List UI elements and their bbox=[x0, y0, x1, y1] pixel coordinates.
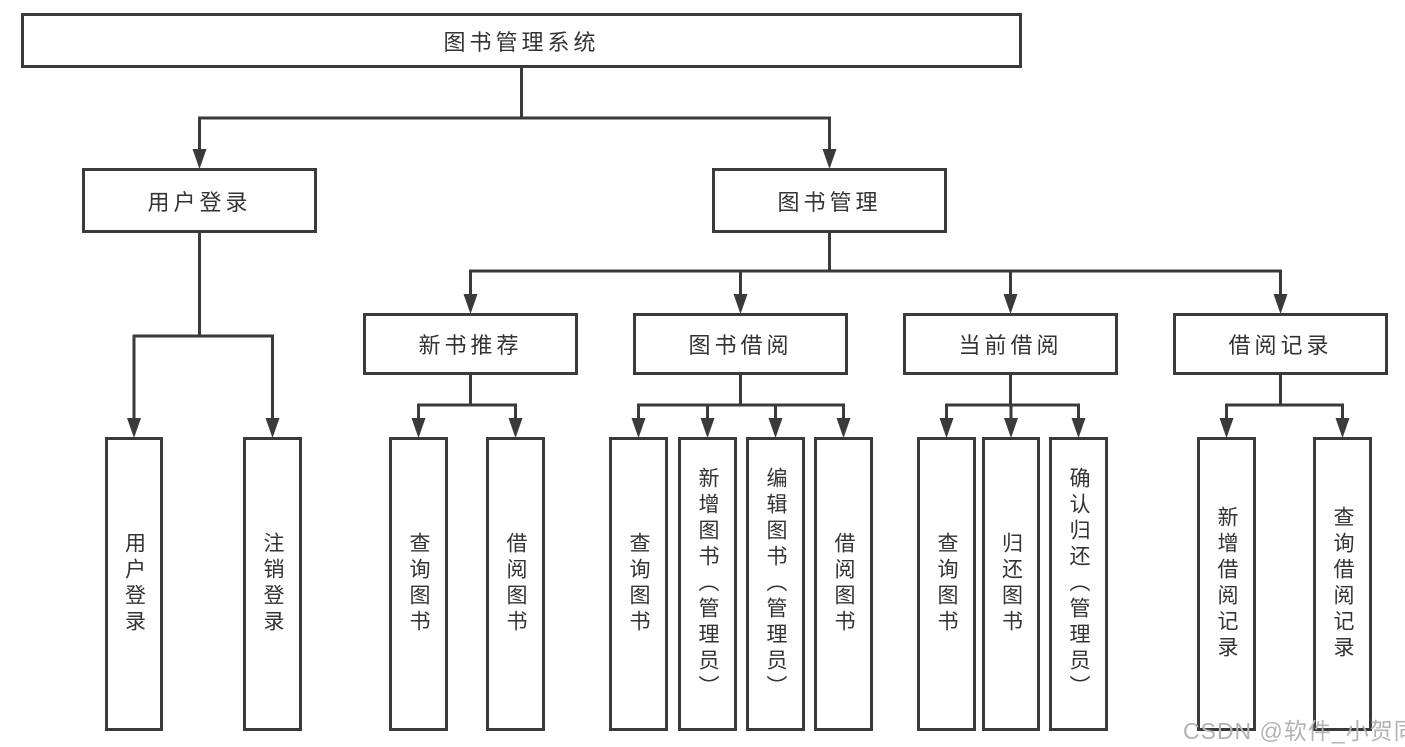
node-label: 注销登录 bbox=[261, 532, 284, 636]
arrowhead bbox=[463, 294, 478, 314]
node-book-mgmt: 图书管理 bbox=[712, 168, 947, 233]
node-label: 归还图书 bbox=[999, 532, 1023, 636]
node-leaf-logout: 注销登录 bbox=[243, 437, 302, 731]
node-leaf-cb-query: 查询图书 bbox=[917, 437, 976, 731]
arrowhead bbox=[192, 149, 207, 169]
node-leaf-bb-query: 查询图书 bbox=[609, 437, 668, 731]
arrowhead bbox=[1273, 294, 1288, 314]
node-leaf-user-login: 用户登录 bbox=[105, 437, 163, 731]
arrowhead bbox=[1004, 418, 1018, 438]
node-label: 借阅图书 bbox=[832, 532, 855, 636]
node-leaf-br-query: 查询借阅记录 bbox=[1313, 437, 1372, 731]
arrowhead bbox=[700, 418, 715, 438]
arrowhead bbox=[836, 418, 851, 438]
arrowhead bbox=[822, 149, 837, 169]
node-cur-borrow: 当前借阅 bbox=[903, 313, 1118, 375]
arrowhead bbox=[939, 418, 954, 438]
arrowhead bbox=[411, 418, 426, 438]
arrowhead bbox=[631, 418, 646, 438]
node-leaf-cb-return: 归还图书 bbox=[982, 437, 1040, 731]
node-user-login: 用户登录 bbox=[82, 168, 317, 233]
arrowhead bbox=[127, 418, 141, 438]
node-label: 查询图书 bbox=[627, 532, 650, 636]
node-leaf-bb-borrow: 借阅图书 bbox=[814, 437, 873, 731]
node-label: 图书管理 bbox=[777, 189, 882, 215]
arrowhead bbox=[1071, 418, 1086, 438]
node-label: 用户登录 bbox=[122, 532, 146, 636]
node-leaf-bb-add: 新增图书（管理员） bbox=[678, 437, 737, 731]
node-root: 图书管理系统 bbox=[21, 13, 1022, 68]
node-label: 查询借阅记录 bbox=[1331, 506, 1354, 662]
node-borrow-rec: 借阅记录 bbox=[1173, 313, 1388, 375]
arrowhead bbox=[1335, 418, 1350, 438]
node-label: 借阅记录 bbox=[1228, 333, 1333, 358]
arrowhead bbox=[1003, 294, 1018, 314]
node-book-borrow: 图书借阅 bbox=[633, 313, 848, 375]
node-new-book: 新书推荐 bbox=[363, 313, 578, 375]
node-label: 借阅图书 bbox=[504, 532, 527, 636]
node-leaf-nb-borrow: 借阅图书 bbox=[486, 437, 545, 731]
node-leaf-cb-confirm: 确认归还（管理员） bbox=[1049, 437, 1108, 731]
node-label: 新增借阅记录 bbox=[1215, 506, 1238, 662]
node-leaf-br-add: 新增借阅记录 bbox=[1197, 437, 1256, 731]
arrowhead bbox=[1219, 418, 1234, 438]
node-label: 图书借阅 bbox=[688, 333, 793, 358]
node-label: 确认归还（管理员） bbox=[1067, 467, 1090, 701]
node-leaf-bb-edit: 编辑图书（管理员） bbox=[746, 437, 805, 731]
arrowhead bbox=[508, 418, 523, 438]
node-label: 图书管理系统 bbox=[443, 29, 600, 55]
node-label: 当前借阅 bbox=[958, 333, 1063, 358]
watermark: CSDN @软件_小贺同学 bbox=[1183, 718, 1405, 744]
node-label: 编辑图书（管理员） bbox=[764, 467, 787, 701]
node-label: 新增图书（管理员） bbox=[696, 467, 719, 701]
node-label: 查询图书 bbox=[935, 532, 958, 636]
node-leaf-nb-query: 查询图书 bbox=[389, 437, 448, 731]
node-label: 新书推荐 bbox=[418, 333, 523, 358]
node-label: 查询图书 bbox=[407, 532, 430, 636]
arrowhead bbox=[265, 418, 280, 438]
arrowhead bbox=[733, 294, 748, 314]
arrowhead bbox=[768, 418, 783, 438]
node-label: 用户登录 bbox=[147, 189, 252, 215]
